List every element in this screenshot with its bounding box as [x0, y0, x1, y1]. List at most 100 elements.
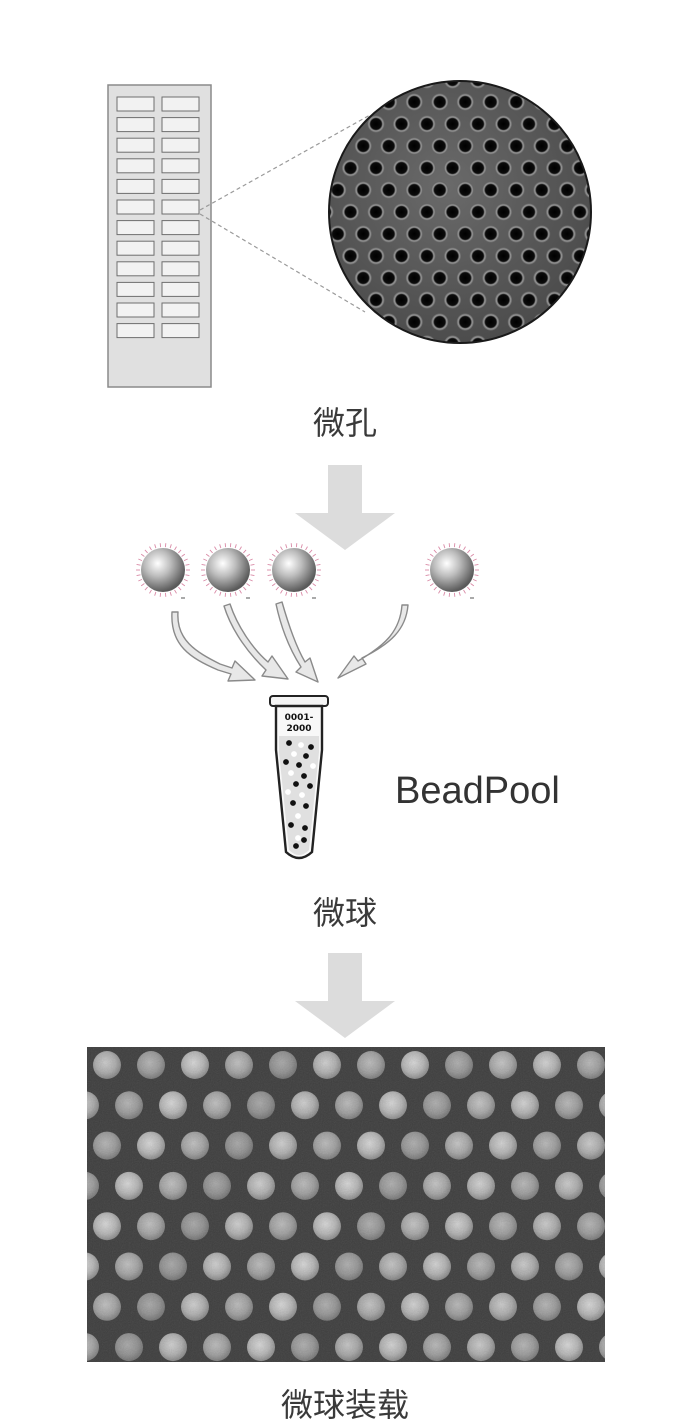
well-hole: [367, 115, 385, 133]
well-hole: [456, 93, 474, 111]
well-hole: [443, 247, 462, 265]
chip-section: [161, 199, 200, 215]
bead-fringe: [458, 591, 461, 596]
tube-cap: [269, 695, 329, 707]
well-hole: [584, 181, 591, 199]
bead-fringe: [248, 558, 253, 562]
bead-fringe: [269, 578, 274, 582]
tube-bead: [303, 803, 309, 809]
bead-fringe: [136, 563, 141, 566]
well-hole: [431, 181, 449, 199]
well-hole: [367, 203, 385, 221]
bead-fringe: [316, 574, 321, 577]
tube-bead: [291, 751, 297, 757]
tube-bead: [310, 763, 316, 769]
bead-fringe: [275, 549, 279, 554]
zoom-line-top: [199, 114, 371, 211]
bead-fringe: [443, 544, 446, 549]
bead-fringe: [300, 544, 303, 549]
bead-fringe: [140, 583, 145, 587]
well-hole: [469, 203, 487, 221]
bead-fringe: [154, 591, 157, 596]
bead-fringe: [269, 558, 274, 562]
bead-fringe: [246, 583, 251, 587]
well-hole: [354, 181, 372, 199]
bead-fringe: [183, 578, 188, 582]
well-hole: [341, 159, 360, 177]
down-arrow-2: [295, 953, 395, 1038]
well-hole: [482, 93, 500, 111]
bead-fringe: [169, 544, 172, 549]
chip-section: [161, 178, 200, 194]
well-hole: [405, 137, 423, 155]
well-hole: [533, 225, 551, 243]
well-hole: [545, 291, 564, 309]
bead-fringe: [209, 586, 213, 591]
well-hole: [405, 313, 423, 331]
well-hole: [405, 225, 423, 243]
well-hole: [469, 247, 487, 265]
well-hole: [431, 269, 449, 287]
bead-fringe: [271, 583, 276, 587]
well-hole: [494, 115, 513, 133]
well-hole: [392, 291, 411, 309]
bead-fringe: [169, 591, 172, 596]
chip-section: [116, 158, 155, 174]
bead-fringe: [285, 544, 288, 549]
well-hole: [380, 269, 398, 287]
well-hole: [469, 291, 487, 309]
chip-section: [116, 240, 155, 256]
bead-fringe: [250, 574, 255, 577]
bead-fringe: [239, 546, 242, 551]
well-hole: [494, 247, 513, 265]
bead-fringe: [463, 589, 466, 594]
chip-section: [161, 281, 200, 297]
chip-section: [161, 302, 200, 318]
well-hole: [443, 335, 462, 343]
chip-section: [161, 220, 200, 236]
well-hole: [354, 137, 372, 155]
bead-fringe: [309, 586, 313, 591]
magnified-wells-border: [328, 80, 592, 344]
well-hole: [341, 247, 360, 265]
well-hole: [545, 115, 564, 133]
bead-fringe: [427, 558, 432, 562]
bead-fringe: [280, 589, 283, 594]
tube-bead: [298, 742, 304, 748]
well-hole: [380, 137, 398, 155]
bead-fringe: [467, 549, 471, 554]
bead-fringe: [183, 558, 188, 562]
well-hole: [456, 225, 474, 243]
well-hole: [354, 269, 372, 287]
tube-bead: [288, 770, 294, 776]
well-hole: [418, 291, 436, 309]
bead-fringe: [149, 546, 152, 551]
chip-section: [116, 96, 155, 112]
well-hole: [545, 203, 564, 221]
bead-fringe: [250, 563, 255, 566]
bead-fringe: [243, 586, 247, 591]
beads: [136, 543, 479, 599]
bead-fringe: [234, 591, 237, 596]
bead-fringe: [470, 553, 475, 557]
well-hole: [584, 225, 591, 243]
well-hole: [494, 159, 513, 177]
bead-fringe: [174, 589, 177, 594]
bead-fringe: [467, 586, 471, 591]
bead-fringe: [275, 586, 279, 591]
well-hole: [405, 269, 423, 287]
well-hole: [354, 225, 372, 243]
well-hole: [431, 93, 449, 111]
bead-fringe: [305, 546, 308, 551]
well-hole: [418, 203, 436, 221]
well-hole: [533, 93, 551, 111]
well-hole: [418, 159, 436, 177]
chip-section: [116, 281, 155, 297]
well-hole: [405, 181, 423, 199]
tube-bead: [299, 792, 305, 798]
bead-fringe: [470, 583, 475, 587]
bead-fringe: [144, 549, 148, 554]
bead-fringe: [219, 544, 222, 549]
bead-fringe: [239, 589, 242, 594]
well-hole: [456, 137, 474, 155]
